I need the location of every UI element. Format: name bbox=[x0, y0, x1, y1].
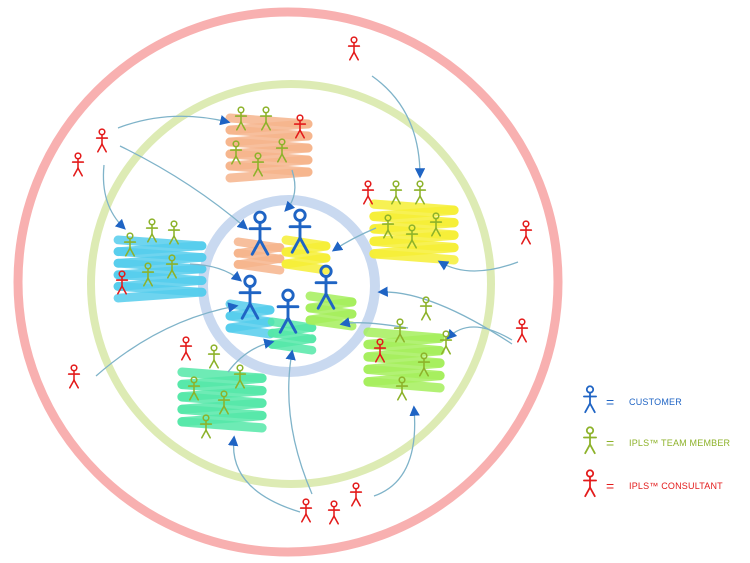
team-member-figure bbox=[381, 214, 395, 239]
patch-center-yellow bbox=[281, 235, 331, 275]
legend-customer-equals: = bbox=[606, 394, 614, 410]
team-member-figure bbox=[199, 414, 213, 439]
team-member-figure bbox=[259, 106, 273, 131]
team-member-figure bbox=[234, 106, 248, 131]
consultant-figure bbox=[299, 498, 313, 523]
team-member-figure bbox=[413, 180, 427, 205]
rings bbox=[13, 7, 563, 557]
customer-figure bbox=[248, 210, 272, 256]
team-member-figure bbox=[395, 376, 409, 401]
team-member-figure bbox=[233, 364, 247, 389]
patch-left-cyan-stroke bbox=[113, 287, 207, 303]
team-member-figure bbox=[207, 344, 221, 369]
arrow-14 bbox=[227, 435, 301, 513]
team-member-figure bbox=[141, 262, 155, 287]
team-member-figure bbox=[275, 138, 289, 163]
arrow-16 bbox=[227, 338, 275, 373]
consultant-figure bbox=[373, 338, 387, 363]
consultant-figure bbox=[515, 318, 529, 343]
team-member-figure bbox=[429, 212, 443, 237]
arrow-10 bbox=[189, 263, 242, 282]
team-member-figure bbox=[583, 426, 597, 455]
team-member-figure bbox=[165, 254, 179, 279]
team-member-figure bbox=[419, 296, 433, 321]
customer-figure bbox=[238, 274, 262, 320]
arrow-9 bbox=[446, 326, 513, 341]
team-member-figure bbox=[167, 220, 181, 245]
legend-consultant: = IPLS™ CONSULTANT bbox=[583, 469, 723, 498]
legend-customer-label: CUSTOMER bbox=[629, 397, 682, 407]
team-member-figure bbox=[229, 140, 243, 165]
legend-team-member: = IPLS™ TEAM MEMBER bbox=[583, 426, 731, 455]
arrow-1 bbox=[117, 115, 231, 129]
customer-icon bbox=[583, 385, 597, 414]
consultant-figure bbox=[71, 152, 85, 177]
team-member-figure bbox=[417, 352, 431, 377]
patch-right-yellow-stroke bbox=[369, 249, 459, 265]
patch-center-cyan bbox=[225, 299, 275, 339]
team-member-figure bbox=[187, 376, 201, 401]
consultant-figure bbox=[115, 270, 129, 295]
patch-center-yellow-stroke bbox=[281, 259, 331, 275]
legend-team-member-label: IPLS™ TEAM MEMBER bbox=[629, 438, 731, 448]
team-member-figure bbox=[123, 232, 137, 257]
team-member-figure bbox=[389, 180, 403, 205]
legend-consultant-label: IPLS™ CONSULTANT bbox=[629, 481, 723, 491]
consultant-figure bbox=[349, 482, 363, 507]
arrow-13 bbox=[285, 349, 313, 495]
customer-figure bbox=[314, 264, 338, 310]
consultant-figure bbox=[95, 128, 109, 153]
arrow-15 bbox=[373, 405, 420, 497]
patch-top-orange bbox=[225, 113, 313, 183]
legend-team-member-equals: = bbox=[606, 435, 614, 451]
arrow-7 bbox=[437, 260, 519, 272]
consultant-figure bbox=[583, 469, 597, 498]
stick-figures bbox=[67, 36, 533, 525]
patch-right-yellow bbox=[369, 199, 459, 265]
consultant-figure bbox=[67, 364, 81, 389]
patch-center-orange-stroke bbox=[233, 259, 285, 275]
arrow-3 bbox=[102, 164, 126, 230]
customer-figure bbox=[583, 385, 597, 414]
patch-center-green-stroke bbox=[267, 339, 317, 355]
arrow-5 bbox=[284, 169, 296, 212]
arrows bbox=[95, 75, 519, 513]
patch-center-cyan-stroke bbox=[225, 323, 275, 339]
consultant-figure bbox=[179, 336, 193, 361]
legend-consultant-equals: = bbox=[606, 478, 614, 494]
patch-top-orange-stroke bbox=[225, 167, 313, 183]
patch-lower-left-green-stroke bbox=[177, 417, 267, 433]
legend: = CUSTOMER = IPLS™ TEAM MEMBER = IPLS™ C… bbox=[583, 385, 731, 498]
arrow-4 bbox=[371, 75, 426, 179]
team-member-figure bbox=[145, 218, 159, 243]
consultant-figure bbox=[327, 500, 341, 525]
consultant-figure bbox=[293, 114, 307, 139]
patch-center-orange bbox=[233, 237, 285, 275]
team-member-figure bbox=[217, 390, 231, 415]
arrow-6 bbox=[331, 227, 377, 252]
customer-figure bbox=[288, 208, 312, 254]
team-member-figure bbox=[439, 330, 453, 355]
patch-lower-right-lime-stroke bbox=[363, 377, 445, 393]
arrow-2 bbox=[119, 145, 248, 230]
arrow-11 bbox=[95, 302, 239, 377]
consultant-figure bbox=[519, 220, 533, 245]
legend-customer: = CUSTOMER bbox=[583, 385, 682, 414]
consultant-figure bbox=[347, 36, 361, 61]
consultant-icon bbox=[583, 469, 597, 498]
team-member-figure bbox=[251, 152, 265, 177]
arrow-8 bbox=[377, 286, 513, 345]
outer-ring bbox=[13, 7, 563, 557]
team-member-figure bbox=[393, 318, 407, 343]
consultant-figure bbox=[361, 180, 375, 205]
middle-ring bbox=[87, 80, 495, 488]
customer-figure bbox=[276, 288, 300, 334]
team-member-figure bbox=[405, 224, 419, 249]
team-member-icon bbox=[583, 426, 597, 455]
